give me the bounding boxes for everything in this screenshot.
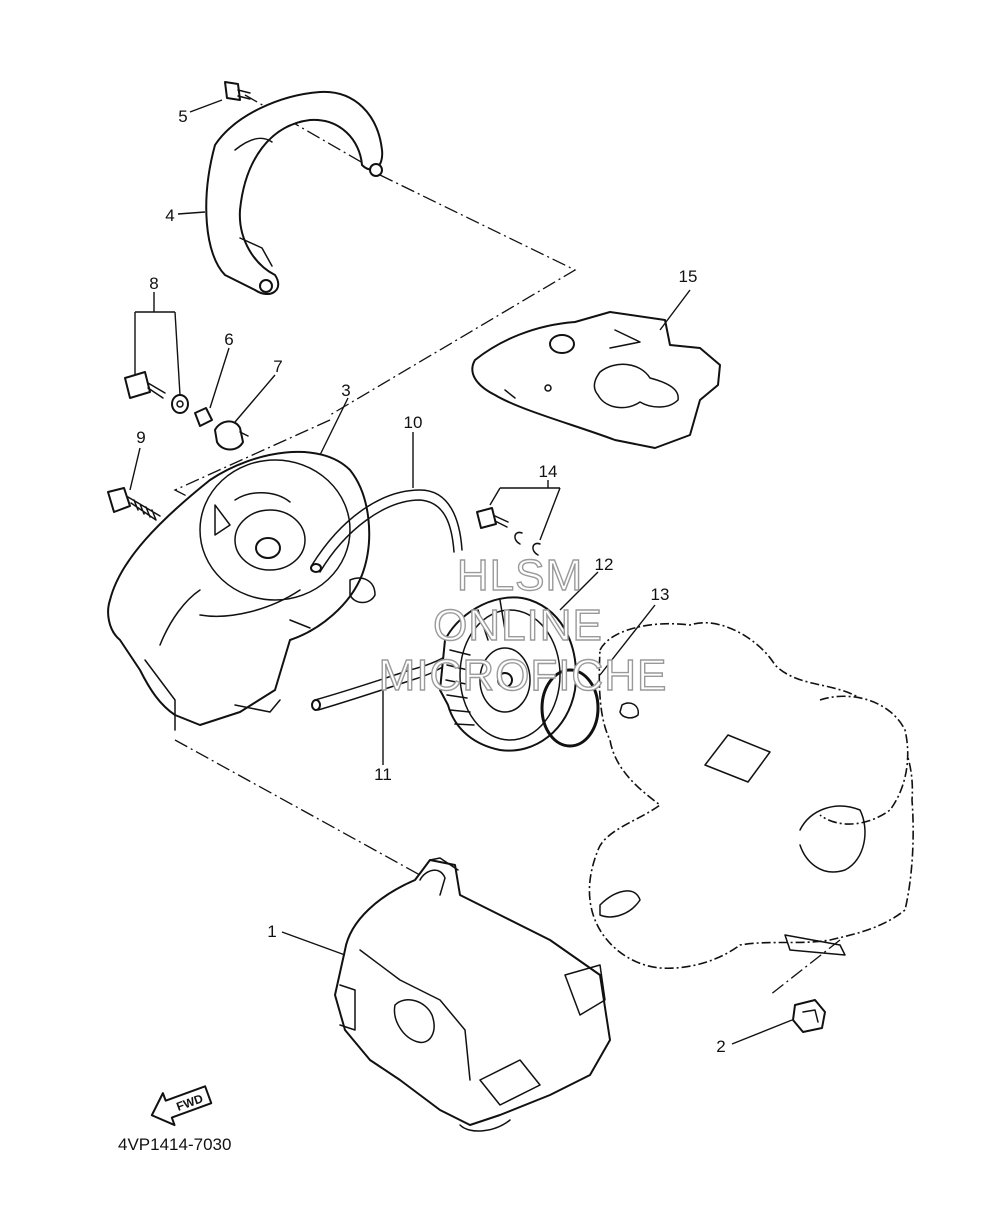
part-14-bolt-washers xyxy=(476,507,541,556)
callout-13: 13 xyxy=(651,585,670,604)
part-9-screw xyxy=(107,487,161,521)
part-7-damper xyxy=(214,420,249,451)
leader-lines xyxy=(129,99,793,1045)
callout-14: 14 xyxy=(539,462,558,481)
engine-case-outline xyxy=(588,622,914,970)
part-13-o-ring xyxy=(540,668,600,748)
watermark-line-2: ONLINE xyxy=(433,601,603,650)
fwd-arrow: FWD xyxy=(150,1085,213,1127)
callout-1: 1 xyxy=(267,922,276,941)
watermark-line-1: HLSM xyxy=(457,551,583,600)
callout-6: 6 xyxy=(224,330,233,349)
callout-15: 15 xyxy=(679,267,698,286)
part-6-collar xyxy=(194,407,213,427)
watermark-line-3: MICROFICHE xyxy=(379,651,668,700)
watermark: HLSM ONLINE MICROFICHE xyxy=(378,550,668,700)
part-4-shroud xyxy=(205,90,384,295)
callout-3: 3 xyxy=(341,381,350,400)
part-10-hose xyxy=(310,489,463,573)
part-5-screw xyxy=(224,81,251,101)
callout-8: 8 xyxy=(149,274,158,293)
drawing-number: 4VP1414-7030 xyxy=(118,1135,231,1154)
callout-7: 7 xyxy=(273,357,282,376)
callout-labels: 5 4 8 6 7 3 9 10 11 14 12 13 15 1 2 xyxy=(136,107,725,1056)
part-1-lower-shroud xyxy=(334,857,611,1132)
part-15-plate xyxy=(471,311,721,449)
callout-11: 11 xyxy=(374,765,392,784)
part-11-hose xyxy=(311,654,451,711)
callout-2: 2 xyxy=(716,1037,725,1056)
part-2-clip xyxy=(792,999,826,1033)
callout-4: 4 xyxy=(165,206,174,225)
callout-5: 5 xyxy=(178,107,187,126)
callout-9: 9 xyxy=(136,428,145,447)
part-3-fan-housing xyxy=(107,450,376,731)
callout-10: 10 xyxy=(404,413,423,432)
callout-12: 12 xyxy=(595,555,614,574)
